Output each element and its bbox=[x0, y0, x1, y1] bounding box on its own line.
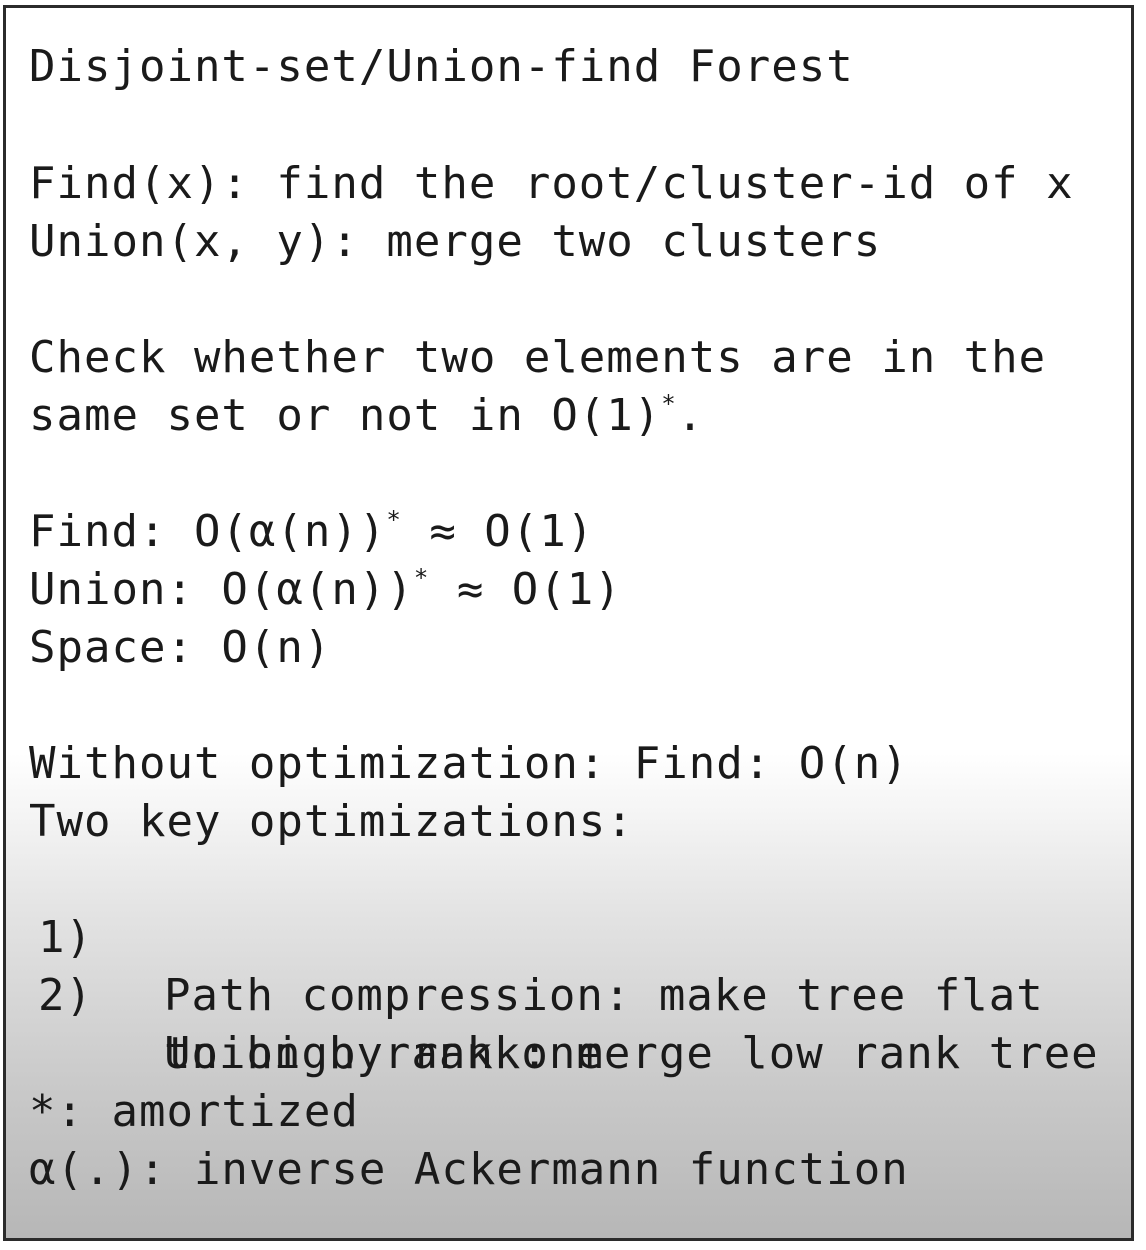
amortized-marker: * bbox=[661, 390, 677, 418]
optimizations-heading: Two key optimizations: bbox=[29, 796, 634, 847]
check-line-1: Check whether two elements are in the bbox=[29, 332, 1047, 383]
space-complexity: Space: O(n) bbox=[29, 622, 332, 673]
slide-card: Disjoint-set/Union-find Forest Find(x): … bbox=[3, 5, 1134, 1241]
check-line-2-text: same set or not in O(1) bbox=[29, 390, 662, 441]
ackermann-note: α(.): inverse Ackermann function bbox=[29, 1144, 909, 1195]
find-complexity-suffix: ≈ O(1) bbox=[401, 506, 595, 557]
find-operation-text: Find(x): find the root/cluster-id of x bbox=[29, 158, 1074, 209]
amortized-marker: * bbox=[413, 564, 430, 592]
union-operation-text: Union(x, y): merge two clusters bbox=[29, 216, 882, 267]
slide-title: Disjoint-set/Union-find Forest bbox=[29, 41, 854, 92]
amortized-marker: * bbox=[386, 506, 402, 534]
list-item-continuation: to high rank one bbox=[38, 967, 1118, 1079]
list-item-text: Union by rank: merge low rank tree bbox=[164, 1028, 1099, 1079]
union-complexity-suffix: ≈ O(1) bbox=[429, 564, 622, 615]
list-item-number: 2) bbox=[38, 970, 93, 1021]
list-item: 1) Path compression: make tree flat bbox=[38, 851, 1118, 1021]
union-complexity-prefix: Union: O(α(n)) bbox=[29, 564, 414, 615]
find-complexity-prefix: Find: O(α(n)) bbox=[29, 506, 387, 557]
check-line-2-end: . bbox=[676, 390, 705, 441]
list-item-continuation-text: to high rank one bbox=[164, 1028, 604, 1079]
union-complexity: Union: O(α(n))* ≈ O(1) bbox=[29, 561, 622, 619]
find-complexity: Find: O(α(n))* ≈ O(1) bbox=[29, 503, 594, 561]
list-item: 2) Union by rank: merge low rank tree bbox=[38, 909, 1118, 1079]
list-item-number: 1) bbox=[38, 912, 93, 963]
list-item-text: Path compression: make tree flat bbox=[164, 970, 1044, 1021]
check-line-2: same set or not in O(1)*. bbox=[29, 387, 704, 445]
without-optimization-text: Without optimization: Find: O(n) bbox=[29, 738, 909, 789]
amortized-note: *: amortized bbox=[29, 1086, 359, 1137]
